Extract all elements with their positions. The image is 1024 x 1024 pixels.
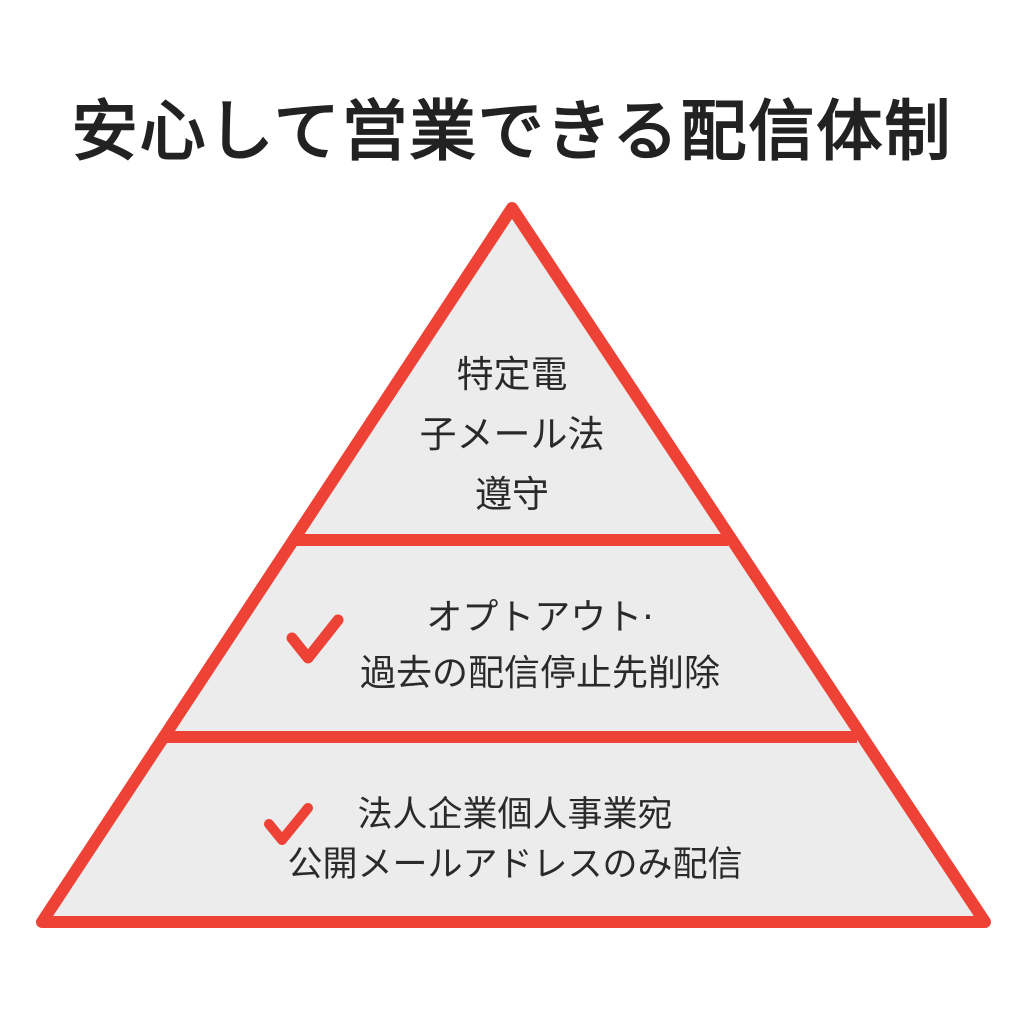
check-icon bbox=[264, 803, 313, 845]
tier-middle-text: オプトアウト· 過去の配信停止先削除 bbox=[250, 590, 830, 702]
page-title: 安心して営業できる配信体制 bbox=[71, 93, 953, 170]
tier-middle-line-1: オプトアウト· bbox=[426, 597, 654, 638]
tier-top-line-2: 子メール法 bbox=[419, 413, 605, 456]
pyramid-fill bbox=[36, 202, 991, 928]
tier-top-line-3: 遵守 bbox=[475, 473, 549, 516]
tier-bottom-line-1: 法人企業個人事業宛 bbox=[357, 795, 673, 835]
tier-bottom-line-2: 公開メールアドレスのみ配信 bbox=[287, 845, 743, 885]
tier-top-text: 特定電 子メール法 遵守 bbox=[380, 345, 644, 525]
check-icon bbox=[286, 614, 344, 664]
tier-top-line-1: 特定電 bbox=[456, 353, 568, 396]
tier-bottom-text: 法人企業個人事業宛 公開メールアドレスのみ配信 bbox=[200, 790, 830, 890]
tier-middle-line-2: 過去の配信停止先削除 bbox=[359, 653, 720, 694]
